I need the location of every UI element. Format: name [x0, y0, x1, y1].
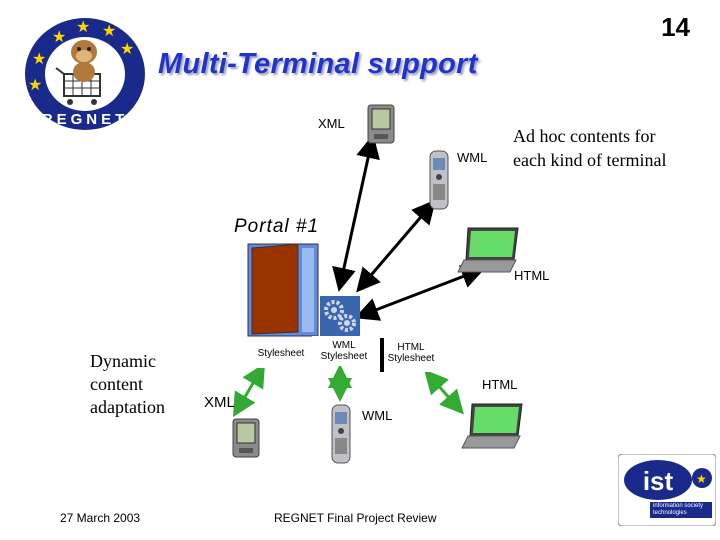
slide-title: Multi-Terminal support	[158, 48, 478, 80]
mobile-phone-icon	[331, 404, 351, 464]
svg-text:★: ★	[32, 49, 46, 68]
ist-logo-subtext: information society technologies	[650, 502, 712, 518]
dynamic-content-text: Dynamic content adaptation	[90, 351, 165, 417]
label-xml-bottom: XML	[204, 394, 235, 411]
label-html-top: HTML	[514, 268, 550, 283]
wml-stylesheet-box: WML Stylesheet	[312, 336, 376, 366]
footer-title: REGNET Final Project Review	[274, 511, 437, 525]
mobile-phone-icon	[429, 150, 449, 210]
stylesheet-box: Stylesheet	[252, 342, 310, 368]
svg-text:★: ★	[76, 17, 90, 36]
portal-door-icon	[247, 243, 319, 337]
svg-text:★: ★	[52, 27, 66, 46]
regnet-logo-text: REGNET	[42, 111, 129, 128]
adhoc-contents-text: Ad hoc contents for each kind of termina…	[513, 126, 667, 170]
label-xml-top: XML	[318, 116, 345, 131]
star-icon: ★	[696, 472, 707, 486]
ist-logo-text: ist	[643, 466, 674, 496]
footer-date: 27 March 2003	[60, 511, 141, 525]
gears-icon	[320, 296, 360, 336]
pda-icon	[232, 418, 260, 458]
svg-text:★: ★	[102, 21, 116, 40]
arrow-portal-to-html-laptop	[354, 265, 486, 321]
arrow-html-stylesheet-to-laptop	[424, 369, 464, 415]
ist-logo: ist ★ information society technologies	[618, 454, 716, 526]
arrow-stylesheet-to-xml-pda	[232, 362, 266, 418]
laptop-icon	[457, 227, 519, 273]
slide-number: 14	[661, 12, 690, 42]
monkey-mascot-icon	[71, 40, 97, 82]
portal-label: Portal #1	[234, 216, 320, 237]
svg-text:★: ★	[28, 75, 42, 94]
laptop-icon	[461, 403, 523, 449]
arrow-portal-to-wml-phone	[356, 199, 436, 293]
pda-icon	[367, 104, 395, 144]
html-stylesheet-box: HTML Stylesheet	[380, 338, 438, 372]
svg-text:★: ★	[696, 472, 707, 486]
star-ring-icon: ★ ★ ★ ★ ★ ★	[28, 17, 134, 94]
svg-text:★: ★	[120, 39, 134, 58]
label-html-bottom: HTML	[482, 377, 518, 392]
label-wml-top: WML	[457, 150, 488, 165]
label-wml-bottom: WML	[362, 408, 393, 423]
regnet-logo: ★ ★ ★ ★ ★ ★ REGNET	[25, 17, 145, 130]
shopping-cart-icon	[55, 67, 101, 105]
arrow-portal-to-xml-pda	[332, 134, 380, 292]
